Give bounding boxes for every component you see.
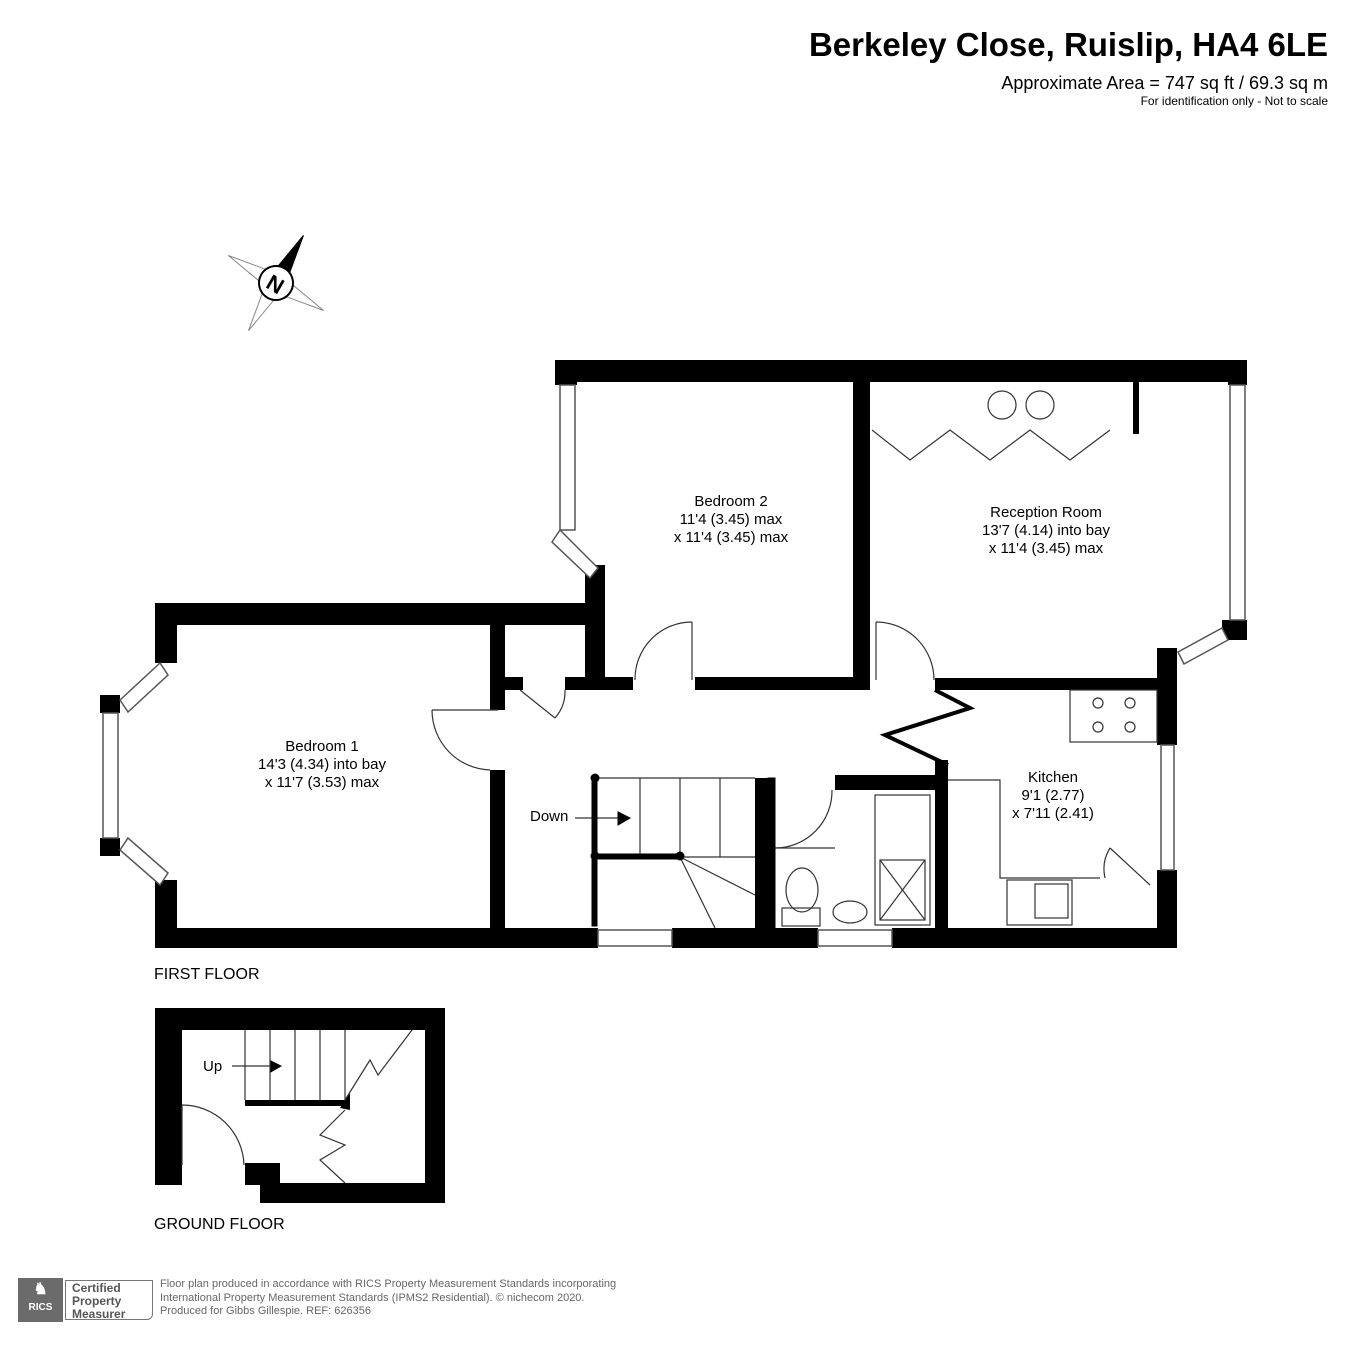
- room-dimension: x 7'11 (2.41): [1012, 805, 1094, 822]
- room-dimension: x 11'4 (3.45) max: [988, 540, 1104, 557]
- scale-note: For identification only - Not to scale: [1140, 94, 1328, 108]
- badge-line: Property: [72, 1294, 122, 1308]
- ground-floor-label: GROUND FLOOR: [154, 1216, 285, 1233]
- room-name: Bedroom 1: [285, 738, 359, 755]
- ground-floor-walls: [155, 1008, 445, 1203]
- first-floor-label: FIRST FLOOR: [154, 966, 260, 983]
- approximate-area: Approximate Area = 747 sq ft / 69.3 sq m: [1001, 73, 1328, 93]
- rics-logo: ♞ RICS: [18, 1278, 63, 1322]
- windows: [102, 384, 1246, 947]
- footer-disclaimer: Floor plan produced in accordance with R…: [160, 1278, 616, 1319]
- compass-icon: [228, 235, 324, 331]
- stairs-down-label: Down: [530, 808, 569, 825]
- stairs-up-label: Up: [203, 1058, 223, 1075]
- room-name: Reception Room: [990, 504, 1102, 521]
- room-dimension: x 11'7 (3.53) max: [264, 774, 380, 791]
- room-dimension: 9'1 (2.77): [1021, 787, 1085, 804]
- footer-line: Produced for Gibbs Gillespie. REF: 62635…: [160, 1305, 371, 1317]
- room-name: Kitchen: [1027, 769, 1079, 786]
- rics-logo-text: RICS: [28, 1302, 53, 1313]
- badge-line: Measurer: [72, 1307, 126, 1321]
- room-bedroom-2: Bedroom 2 11'4 (3.45) max x 11'4 (3.45) …: [674, 493, 788, 547]
- lion-crest-icon: ♞: [33, 1281, 48, 1298]
- room-reception: Reception Room 13'7 (4.14) into bay x 11…: [982, 504, 1110, 558]
- room-bedroom-1: Bedroom 1 14'3 (4.34) into bay x 11'7 (3…: [258, 738, 386, 792]
- badge-line: Certified: [72, 1281, 121, 1295]
- room-dimension: 13'7 (4.14) into bay: [982, 522, 1110, 539]
- room-kitchen: Kitchen 9'1 (2.77) x 7'11 (2.41): [1012, 769, 1094, 823]
- room-dimension: 11'4 (3.45) max: [679, 511, 783, 528]
- stair-rails: [590, 773, 776, 929]
- doors-and-fixtures: [431, 390, 1158, 929]
- ground-floor-fixtures: [181, 1029, 413, 1184]
- room-dimension: x 11'4 (3.45) max: [673, 529, 789, 546]
- footer-line: International Property Measurement Stand…: [160, 1291, 585, 1304]
- footer-line: Floor plan produced in accordance with R…: [160, 1278, 617, 1290]
- first-floor-walls: [100, 360, 1247, 948]
- property-title: Berkeley Close, Ruislip, HA4 6LE: [808, 26, 1328, 63]
- room-name: Bedroom 2: [694, 493, 768, 510]
- certified-badge: Certified Property Measurer: [65, 1280, 153, 1321]
- room-dimension: 14'3 (4.34) into bay: [258, 756, 386, 773]
